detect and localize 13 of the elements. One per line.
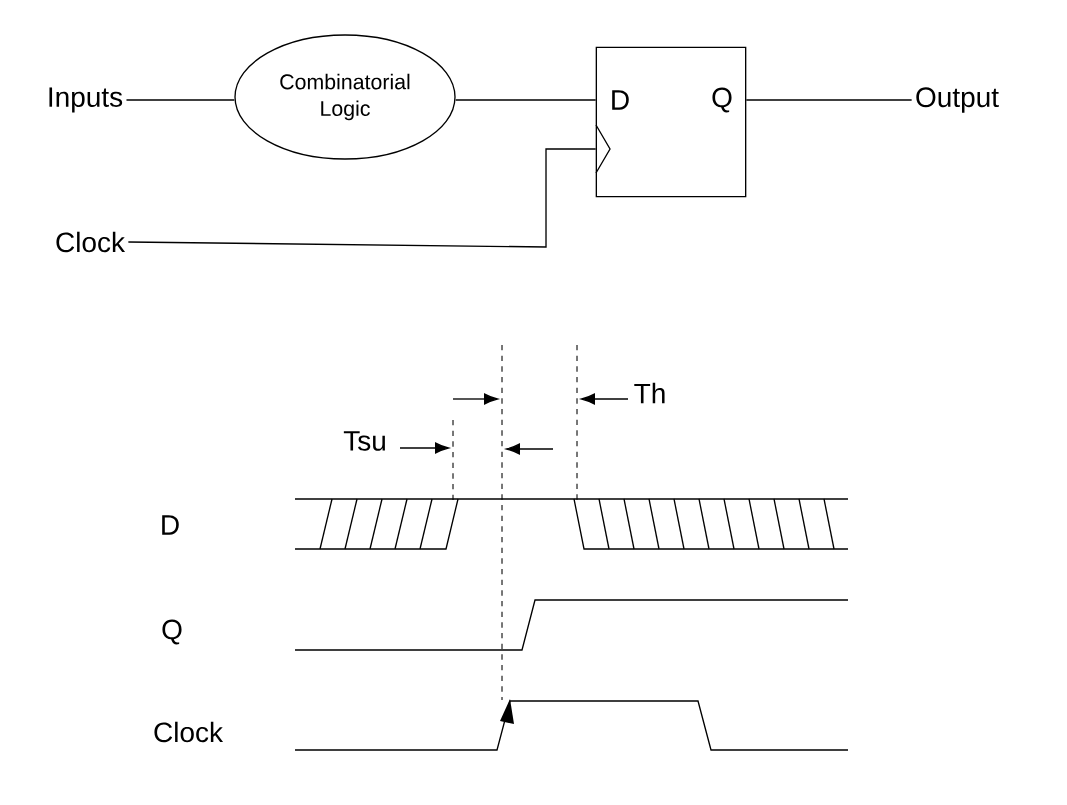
signal-label: Clock — [154, 721, 224, 743]
wire — [127, 148, 597, 248]
wire — [455, 99, 597, 101]
signal-label: Th — [634, 382, 665, 404]
signal-label: Inputs — [49, 87, 123, 113]
signal-label: Tsu — [343, 431, 385, 451]
wire — [745, 99, 913, 101]
signal-label: D — [162, 515, 179, 535]
wire — [125, 99, 235, 101]
signal-label: Clock — [56, 231, 126, 253]
flip-flop-box: D Q — [595, 46, 747, 198]
signal-label: Q — [162, 619, 182, 645]
signal-label: Output — [916, 87, 999, 113]
